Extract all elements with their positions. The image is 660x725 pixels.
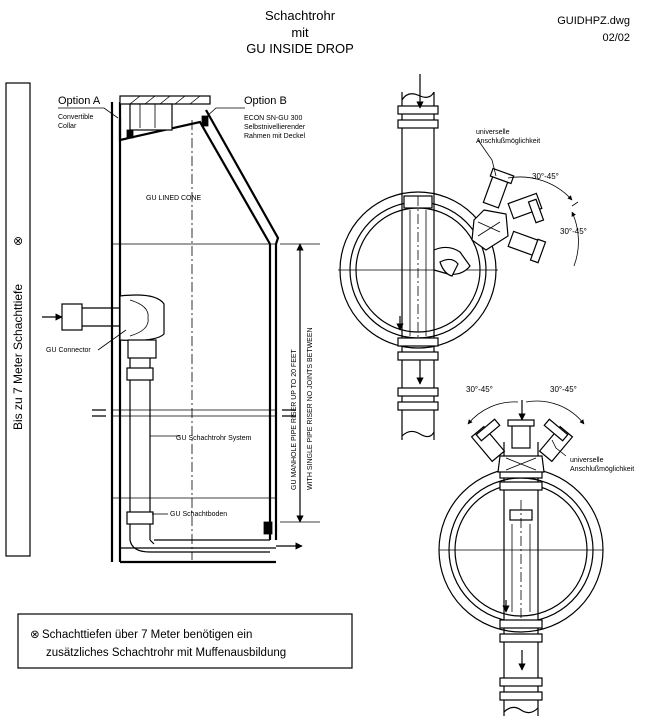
plan-top-label-1: universelle [476,129,510,136]
depth-label: Bis zu 7 Meter Schachttiefe [11,284,25,430]
title-line-3: GU INSIDE DROP [246,41,354,56]
plan-view-bottom [438,400,604,716]
plan-top-angle-2: 30°-45° [560,227,587,236]
plan-view-top [338,74,579,440]
footnote-box: ⊗ Schachttiefen über 7 Meter benötigen e… [17,613,353,669]
plan-top-label-2: Anschlußmöglichkeit [476,138,540,145]
drawing-sheet-number: 02/02 [602,32,630,44]
plan-bottom-label-2: Anschlußmöglichkeit [570,466,634,473]
depth-frame: Bis zu 7 Meter Schachttiefe ⊗ [5,82,31,557]
base-label: GU Schachtboden [170,511,227,518]
plan-bottom-label-1: universelle [570,457,604,464]
footnote-line-2: zusätzliches Schachtrohr mit Muffenausbi… [46,647,286,659]
footnote-marker: ⊗ [30,629,40,641]
system-label: GU Schachtrohr System [176,435,252,442]
option-a-desc-1: Convertible [58,114,94,121]
option-b-desc-3: Rahmen mit Deckel [244,133,306,140]
depth-marker: ⊗ [11,236,25,246]
riser-label-1: GU MANHOLE PIPE RISER UP TO 20 FEET [291,348,298,490]
option-b-desc-1: ECON SN-GU 300 [244,115,302,122]
plan-top-angle-1: 30°-45° [532,172,559,181]
title-line-2: mit [291,25,309,40]
footnote-line-1: Schachttiefen über 7 Meter benötigen ein [42,629,252,641]
option-a-label: Option A [58,95,101,107]
option-a-desc-2: Collar [58,123,77,130]
lined-cone-label: GU LINED CONE [146,195,202,202]
option-b-desc-2: Selbstnivellierender [244,124,306,131]
title-line-1: Schachtrohr [265,8,336,23]
option-b-label: Option B [244,95,287,107]
section-view [42,95,320,564]
plan-bottom-angle-left: 30°-45° [466,385,493,394]
riser-label-2: WITH SINGLE PIPE RISER NO JOINTS BETWEEN [307,327,314,490]
connector-label: GU Connector [46,347,91,354]
drawing-file-name: GUIDHPZ.dwg [557,15,630,27]
plan-bottom-angle-right: 30°-45° [550,385,577,394]
